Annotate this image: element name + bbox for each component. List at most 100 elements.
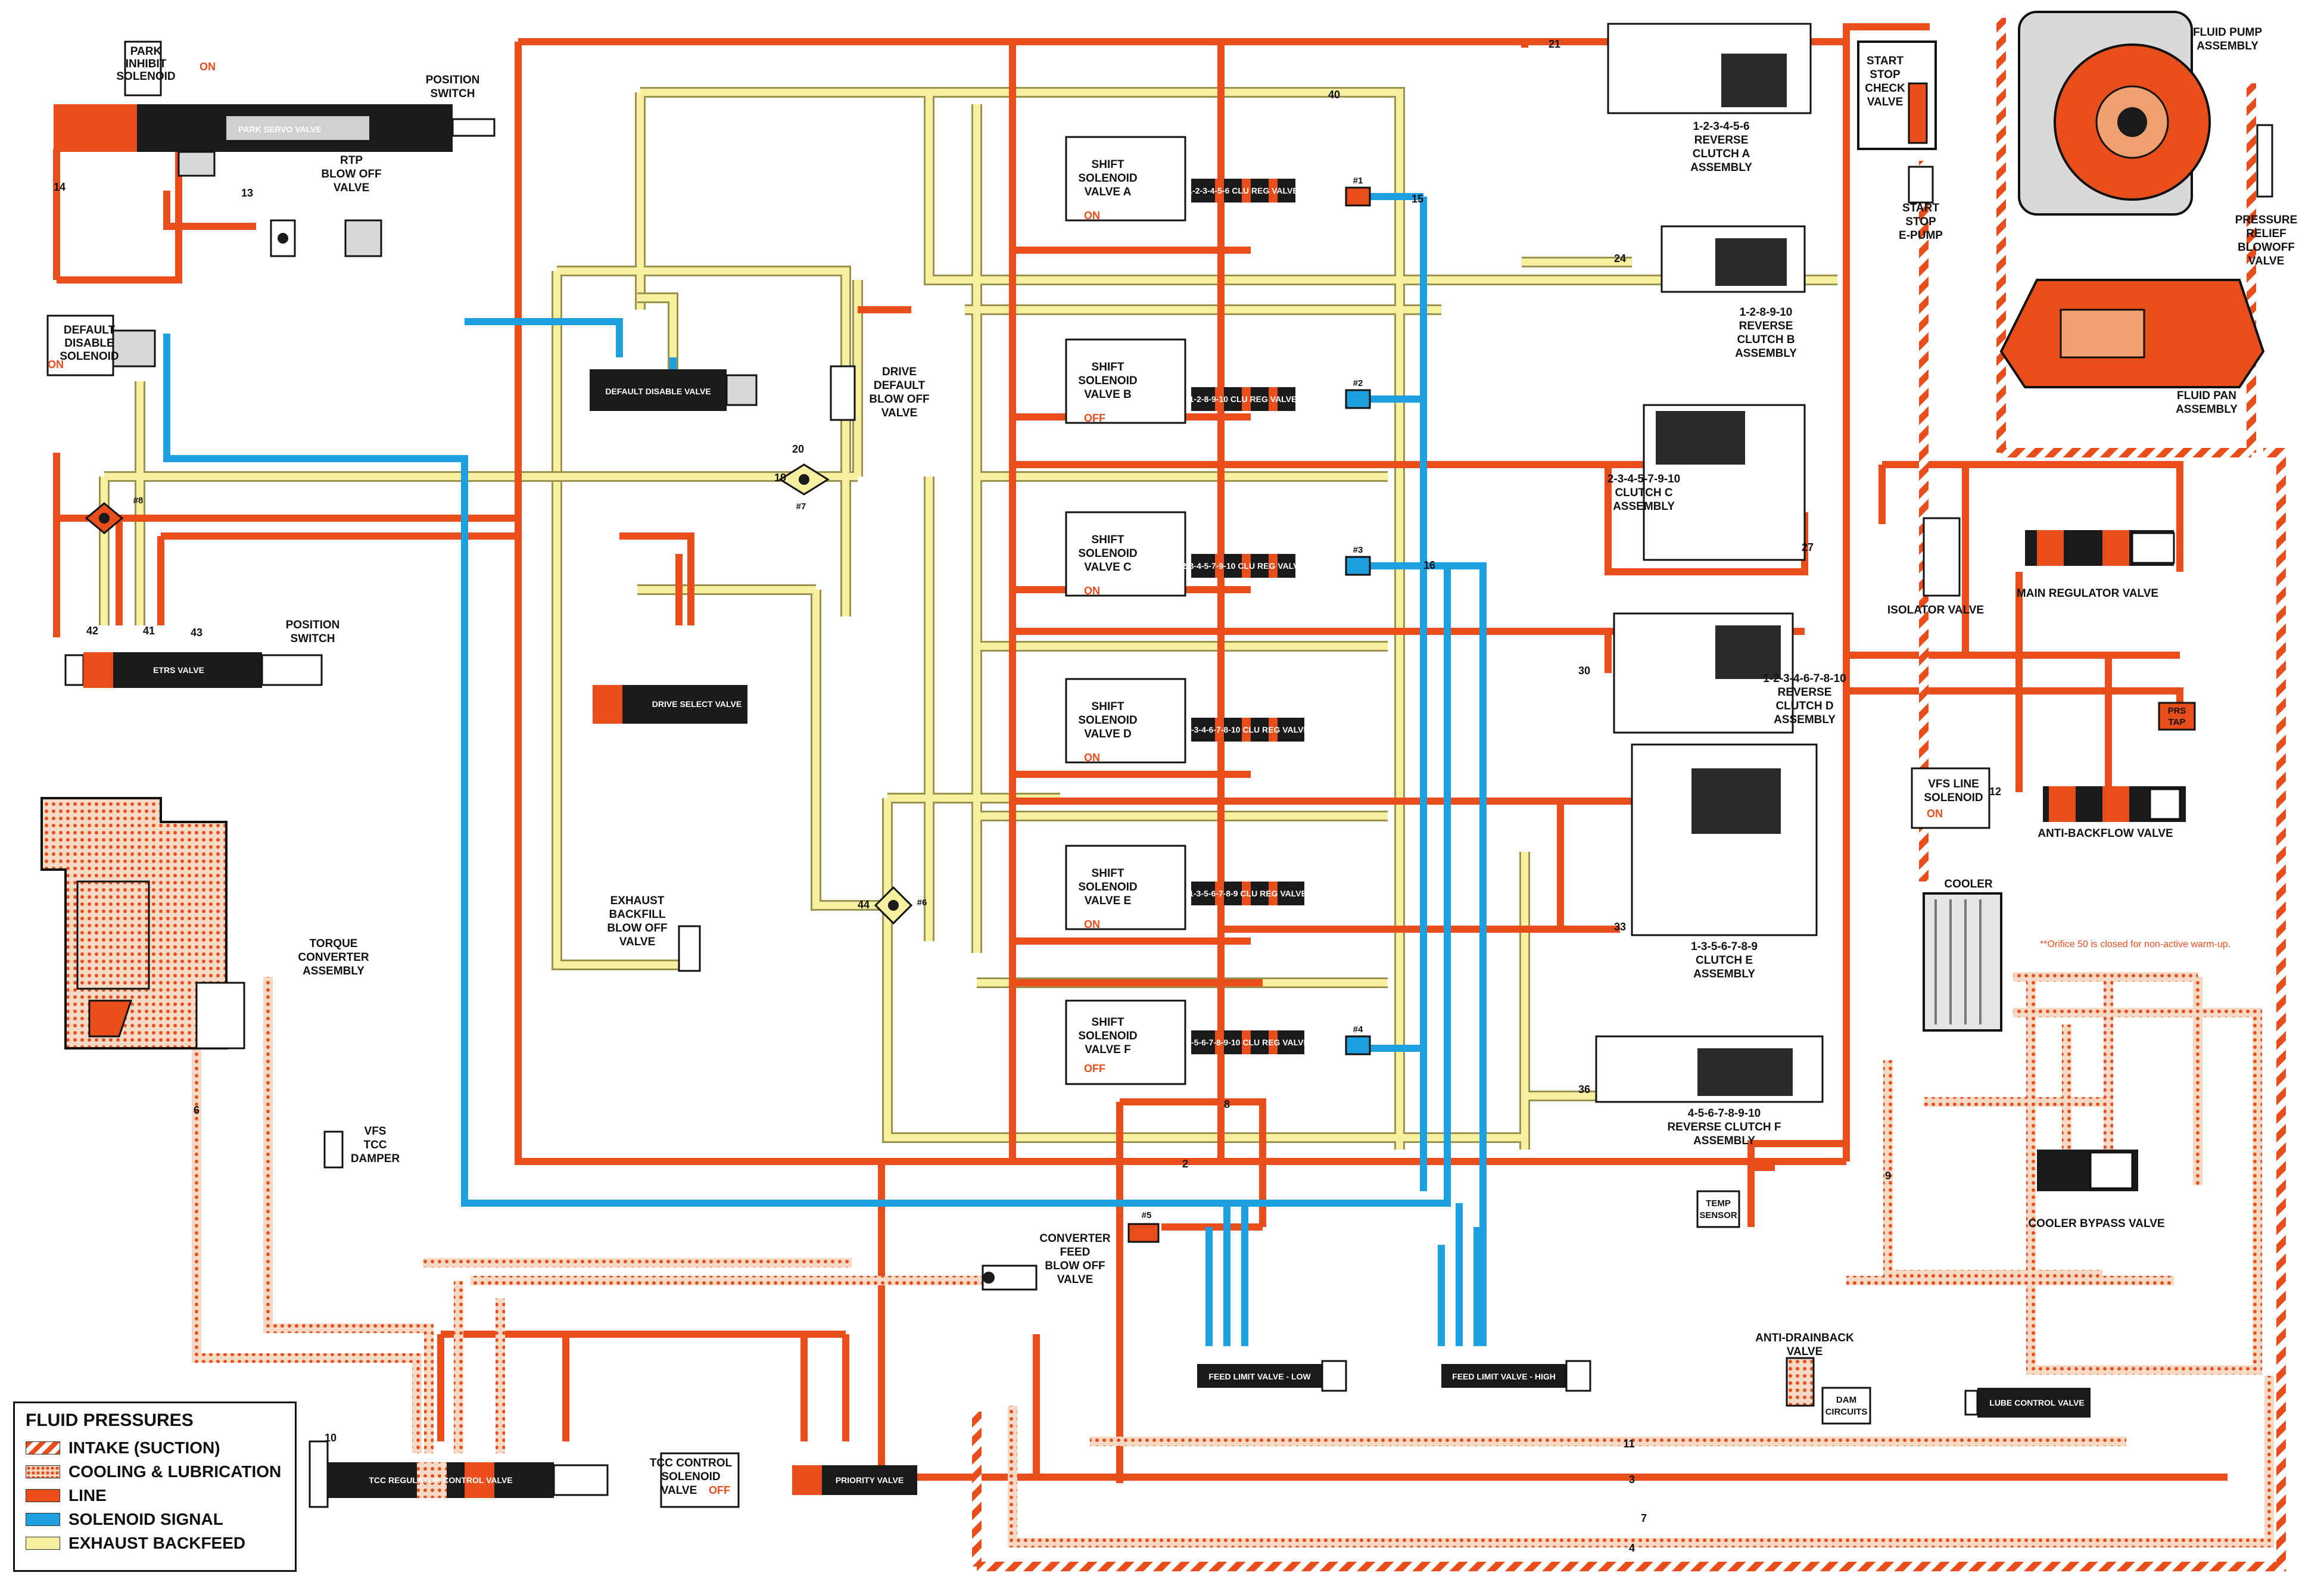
svg-text:VALVE: VALVE bbox=[881, 407, 918, 419]
legend-item-intake: INTAKE (SUCTION) bbox=[26, 1438, 220, 1458]
svg-text:SENSOR: SENSOR bbox=[1699, 1210, 1737, 1220]
check-ball-6: #6 bbox=[874, 886, 927, 925]
svg-text:33: 33 bbox=[1614, 921, 1626, 933]
fluid-pan: FLUID PAN ASSEMBLY bbox=[1999, 279, 2265, 416]
svg-text:2: 2 bbox=[1182, 1158, 1188, 1170]
svg-text:#8: #8 bbox=[133, 496, 144, 506]
svg-text:SOLENOID: SOLENOID bbox=[1078, 1030, 1137, 1042]
svg-text:DEFAULT: DEFAULT bbox=[64, 324, 116, 337]
svg-text:VALVE E: VALVE E bbox=[1085, 895, 1131, 907]
svg-text:OFF: OFF bbox=[1084, 412, 1105, 424]
svg-text:BLOW OFF: BLOW OFF bbox=[321, 168, 381, 180]
svg-text:41: 41 bbox=[143, 625, 155, 637]
svg-text:SOLENOID: SOLENOID bbox=[1078, 547, 1137, 560]
svg-text:ASSEMBLY: ASSEMBLY bbox=[1693, 968, 1755, 980]
svg-text:12: 12 bbox=[1989, 786, 2001, 798]
clutch-d: 1-2-3-4-6-7-8-10 REVERSE CLUTCH D ASSEMB… bbox=[1613, 612, 1846, 734]
svg-text:VALVE: VALVE bbox=[334, 182, 370, 194]
svg-text:START: START bbox=[1867, 55, 1904, 67]
svg-text:BLOW OFF: BLOW OFF bbox=[869, 393, 929, 406]
intake-swatch bbox=[26, 1441, 60, 1455]
svg-text:11: 11 bbox=[1623, 1438, 1634, 1450]
svg-text:CONVERTER: CONVERTER bbox=[298, 951, 369, 964]
svg-text:TEMP: TEMP bbox=[1706, 1198, 1731, 1209]
vfs-tcc-damper: VFS TCC DAMPER bbox=[323, 1125, 400, 1169]
svg-text:CLUTCH D: CLUTCH D bbox=[1775, 700, 1833, 712]
default-disable-valve: DEFAULT DISABLE VALVE bbox=[590, 369, 758, 411]
svg-text:#1: #1 bbox=[1353, 176, 1363, 186]
svg-text:COOLER BYPASS VALVE: COOLER BYPASS VALVE bbox=[2028, 1217, 2164, 1230]
check-ball-7: #7 bbox=[778, 463, 830, 512]
svg-text:43: 43 bbox=[191, 627, 203, 639]
clutch-e: 1-3-5-6-7-8-9 CLUTCH E ASSEMBLY bbox=[1631, 743, 1818, 980]
svg-text:#6: #6 bbox=[917, 898, 927, 908]
fluid-pressures-legend: FLUID PRESSURES INTAKE (SUCTION) COOLING… bbox=[13, 1402, 297, 1572]
svg-text:4-5-6-7-8-9-10: 4-5-6-7-8-9-10 bbox=[1688, 1107, 1761, 1120]
svg-text:ASSEMBLY: ASSEMBLY bbox=[303, 965, 365, 977]
svg-text:REVERSE: REVERSE bbox=[1694, 134, 1749, 147]
svg-text:OFF: OFF bbox=[1084, 1063, 1105, 1075]
isolator-valve: ISOLATOR VALVE bbox=[1887, 517, 1984, 616]
main-regulator-valve: MAIN REGULATOR VALVE bbox=[2017, 530, 2175, 600]
svg-text:15: 15 bbox=[1412, 193, 1423, 205]
svg-text:2-3-4-5-7-9-10: 2-3-4-5-7-9-10 bbox=[1608, 473, 1681, 485]
svg-text:SHIFT: SHIFT bbox=[1092, 361, 1124, 373]
svg-text:TCC: TCC bbox=[363, 1139, 387, 1151]
svg-text:DRIVE: DRIVE bbox=[882, 366, 917, 378]
temp-sensor: TEMP SENSOR bbox=[1696, 1190, 1740, 1228]
start-stop-epump: START STOP E-PUMP bbox=[1899, 166, 1943, 242]
svg-text:ANTI-BACKFLOW VALVE: ANTI-BACKFLOW VALVE bbox=[2038, 827, 2173, 840]
svg-text:SOLENOID: SOLENOID bbox=[116, 70, 175, 83]
svg-text:FEED LIMIT VALVE - LOW: FEED LIMIT VALVE - LOW bbox=[1208, 1372, 1311, 1381]
svg-text:FEED LIMIT VALVE - HIGH: FEED LIMIT VALVE - HIGH bbox=[1452, 1372, 1556, 1381]
shift-solenoid-e: SHIFT SOLENOID VALVE E ON 1-3-5-6-7-8-9 … bbox=[1065, 845, 1307, 930]
svg-text:SWITCH: SWITCH bbox=[431, 88, 475, 100]
cooling-lube-lines bbox=[192, 972, 2274, 1547]
svg-text:RTP: RTP bbox=[340, 154, 363, 167]
priority-valve: PRIORITY VALVE bbox=[792, 1465, 917, 1495]
svg-text:DAM: DAM bbox=[1836, 1395, 1856, 1405]
svg-text:TORQUE: TORQUE bbox=[310, 938, 358, 950]
svg-text:24: 24 bbox=[1614, 253, 1626, 264]
svg-text:EXHAUST: EXHAUST bbox=[610, 895, 665, 907]
svg-text:BLOW OFF: BLOW OFF bbox=[1045, 1260, 1105, 1272]
svg-text:SOLENOID: SOLENOID bbox=[1078, 714, 1137, 727]
park-servo-valve-label: PARK SERVO VALVE bbox=[238, 124, 322, 134]
svg-text:REVERSE: REVERSE bbox=[1778, 686, 1832, 699]
dam-circuits: DAM CIRCUITS bbox=[1821, 1387, 1871, 1425]
svg-text:SOLENOID: SOLENOID bbox=[1924, 792, 1983, 804]
svg-text:BLOWOFF: BLOWOFF bbox=[2238, 241, 2295, 254]
svg-text:VALVE: VALVE bbox=[619, 936, 656, 948]
shift-solenoid-f: SHIFT SOLENOID VALVE F OFF 4-5-6-7-8-9-1… bbox=[1065, 999, 1371, 1085]
rtp-blowoff-valve: RTP BLOW OFF VALVE bbox=[270, 154, 382, 257]
drive-select-valve: DRIVE SELECT VALVE bbox=[593, 685, 747, 724]
lube-control-valve: LUBE CONTROL VALVE bbox=[1964, 1388, 2091, 1418]
svg-text:1-3-5-6-7-8-9: 1-3-5-6-7-8-9 bbox=[1691, 940, 1758, 953]
shift-solenoid-d: SHIFT SOLENOID VALVE D ON 1-3-4-6-7-8-10… bbox=[1065, 678, 1309, 764]
anti-drainback-valve: ANTI-DRAINBACK VALVE bbox=[1755, 1332, 1854, 1407]
park-inhibit-state: ON bbox=[200, 61, 216, 73]
svg-text:40: 40 bbox=[1328, 89, 1340, 101]
svg-text:3: 3 bbox=[1629, 1474, 1635, 1485]
start-stop-check-valve: START STOP CHECK VALVE bbox=[1857, 41, 1937, 150]
svg-text:VALVE: VALVE bbox=[1057, 1273, 1094, 1286]
position-switch-top-label: POSITION SWITCH bbox=[426, 74, 480, 100]
solenoid-signal-lines bbox=[163, 193, 1487, 1346]
svg-text:9: 9 bbox=[1885, 1170, 1891, 1182]
svg-text:ANTI-DRAINBACK: ANTI-DRAINBACK bbox=[1755, 1332, 1854, 1344]
svg-text:ON: ON bbox=[1084, 918, 1100, 930]
default-disable-solenoid: DEFAULT DISABLE SOLENOID ON bbox=[46, 314, 156, 376]
svg-text:ON: ON bbox=[1084, 210, 1100, 222]
svg-text:PRIORITY VALVE: PRIORITY VALVE bbox=[836, 1475, 904, 1485]
clu-reg-valve-e: 1-3-5-6-7-8-9 CLU REG VALVE bbox=[1189, 889, 1307, 898]
svg-text:E-PUMP: E-PUMP bbox=[1899, 229, 1943, 242]
svg-text:PARK: PARK bbox=[130, 45, 162, 58]
legend-title: FLUID PRESSURES bbox=[26, 1410, 194, 1430]
anti-backflow-valve: ANTI-BACKFLOW VALVE bbox=[2038, 786, 2186, 840]
svg-text:PRESSURE: PRESSURE bbox=[2235, 214, 2298, 226]
svg-text:19: 19 bbox=[774, 472, 786, 484]
exhaust-swatch bbox=[26, 1537, 60, 1550]
svg-text:SOLENOID: SOLENOID bbox=[60, 350, 119, 363]
clu-reg-valve-d: 1-3-4-6-7-8-10 CLU REG VALVE bbox=[1186, 725, 1309, 734]
svg-text:14: 14 bbox=[54, 181, 66, 193]
